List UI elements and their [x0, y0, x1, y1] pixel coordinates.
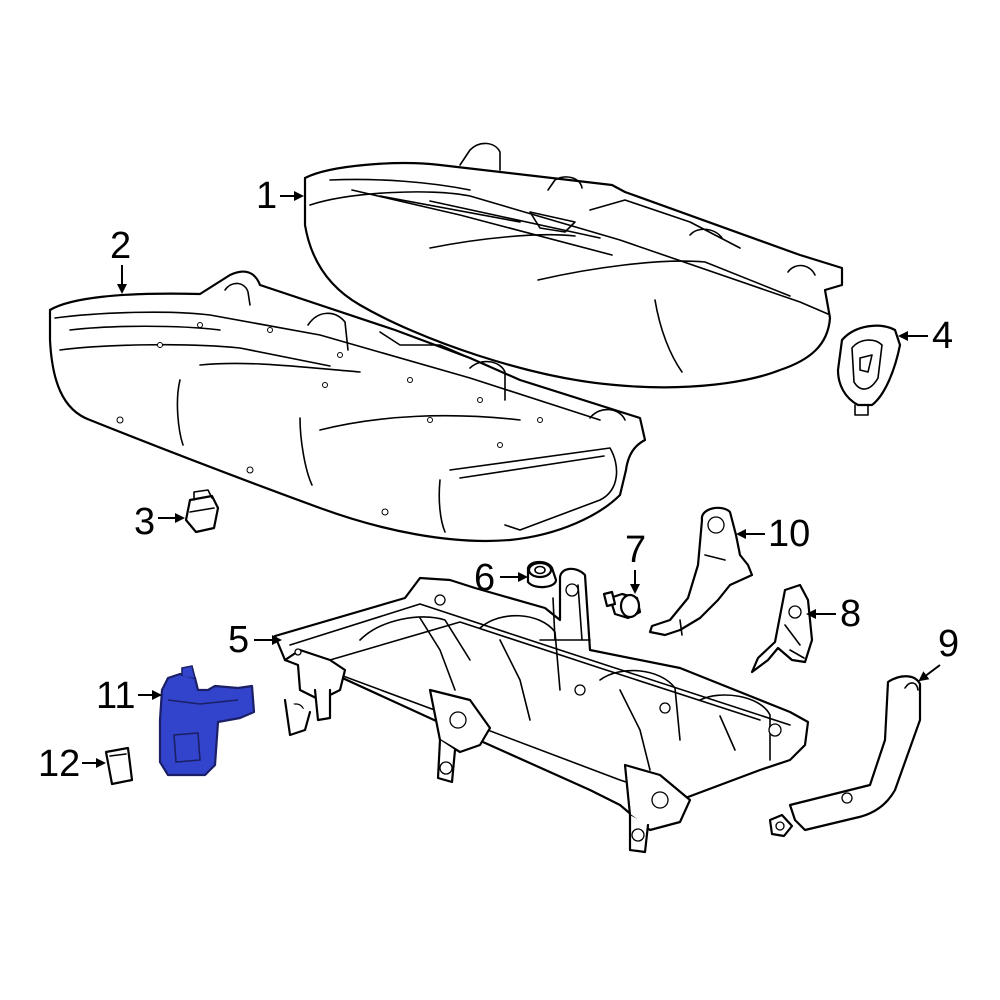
part-4-bezel[interactable]: [836, 324, 902, 416]
callout-leaders: [82, 191, 941, 768]
callout-5: 5: [228, 619, 249, 661]
part-3-clip[interactable]: [184, 489, 220, 534]
callout-4: 4: [932, 315, 953, 357]
callout-1: 1: [256, 175, 277, 217]
leader-9: [918, 664, 941, 682]
part-11-cover-highlighted[interactable]: [158, 665, 256, 777]
part-11-tab: [181, 665, 196, 679]
part-10-bracket[interactable]: [648, 506, 754, 637]
part-11-edge: [167, 699, 239, 705]
callout-11: 11: [96, 675, 135, 717]
part-11-window: [173, 732, 201, 763]
callout-6: 6: [474, 557, 495, 599]
callout-12: 12: [38, 743, 80, 785]
part-8-bracket[interactable]: [750, 583, 814, 674]
callout-10: 10: [768, 513, 810, 555]
part-12-cap[interactable]: [104, 746, 134, 786]
part-5-seat-frame[interactable]: [273, 567, 810, 854]
part-7-bushing[interactable]: [602, 590, 642, 620]
part-9-side-cover[interactable]: [768, 675, 922, 838]
callout-3: 3: [134, 501, 155, 543]
callout-7: 7: [625, 529, 646, 571]
callout-2: 2: [110, 225, 131, 267]
callout-9: 9: [938, 623, 959, 665]
callout-labels: 1 2 3 4 5 6 7 8 9 10 11 12: [38, 175, 959, 785]
part-11-fill: [158, 672, 256, 777]
part-1-seat-back[interactable]: [303, 142, 844, 389]
part-6-grommet[interactable]: [526, 560, 558, 589]
part-2-seat-cushion[interactable]: [48, 270, 647, 543]
callout-8: 8: [840, 593, 861, 635]
